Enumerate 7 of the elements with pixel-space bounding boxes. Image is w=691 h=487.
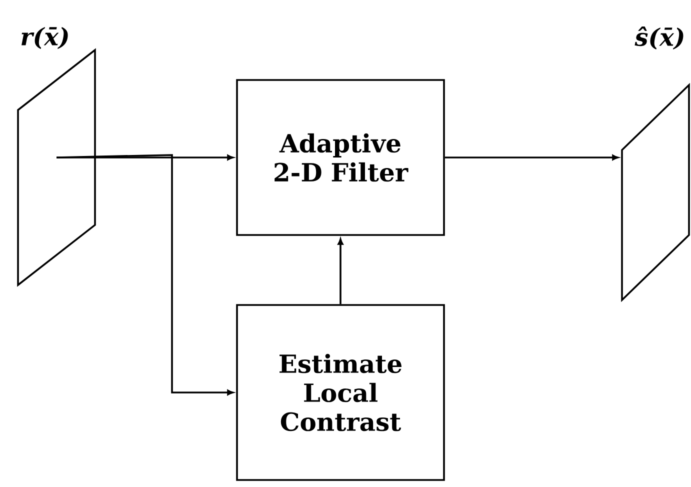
- image-label: ŝ(x̄): [634, 26, 684, 50]
- arrow: [56, 154, 234, 396]
- arrow: [338, 238, 344, 304]
- process-box: Adaptive 2-D Filter: [236, 79, 445, 236]
- arrow: [444, 154, 618, 160]
- image-label: r(x̄): [22, 27, 68, 49]
- process-box: Estimate Local Contrast: [236, 304, 445, 481]
